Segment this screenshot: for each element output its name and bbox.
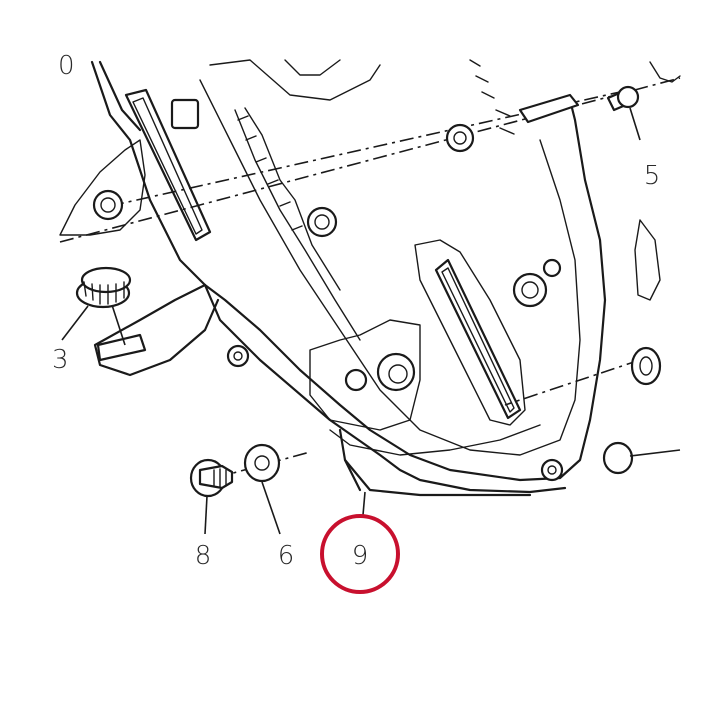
callout-part-8: 8 (195, 541, 212, 571)
callout-part-left-mid: 3 (52, 345, 69, 375)
callout-part-5: 5 (644, 161, 661, 191)
highlight-ring (320, 514, 400, 594)
highlighted-callout-9: 9 (320, 514, 400, 594)
axis-lines (59, 77, 681, 479)
frame-bosses (92, 59, 580, 482)
right-slot (434, 258, 522, 420)
callout-part-9: 9 (352, 541, 369, 571)
frame-part-9 (59, 59, 681, 497)
callout-part-left-top: 0 (58, 51, 75, 81)
knurled-knob (61, 266, 132, 346)
left-slot (124, 88, 212, 242)
callout-part-6: 6 (278, 541, 295, 571)
part-5-bolt (606, 85, 641, 141)
right-hardware (602, 346, 681, 475)
part-6-washer (243, 443, 281, 535)
part-8-nut (189, 458, 234, 535)
leader-part-9 (362, 491, 366, 516)
